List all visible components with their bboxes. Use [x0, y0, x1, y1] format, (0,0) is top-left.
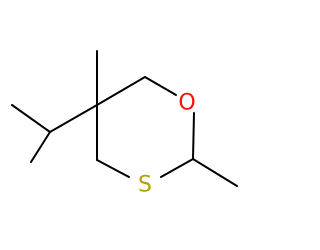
bond-c2-s3: [160, 158, 194, 178]
bond-c6-o1: [144, 76, 177, 96]
atom-sulfur-label: S: [138, 173, 152, 198]
bond-isopropyl-methyl-a: [11, 104, 51, 133]
atom-oxygen-label: O: [178, 91, 195, 116]
bond-s3-c4: [96, 159, 130, 178]
bond-c5-isopropyl: [49, 104, 98, 133]
bond-c5-c6: [96, 76, 146, 106]
bond-isopropyl-methyl-b: [30, 131, 51, 163]
bond-c2-methyl: [192, 158, 238, 187]
molecule-diagram: O S: [11, 50, 238, 198]
bond-o1-c2: [192, 112, 195, 160]
